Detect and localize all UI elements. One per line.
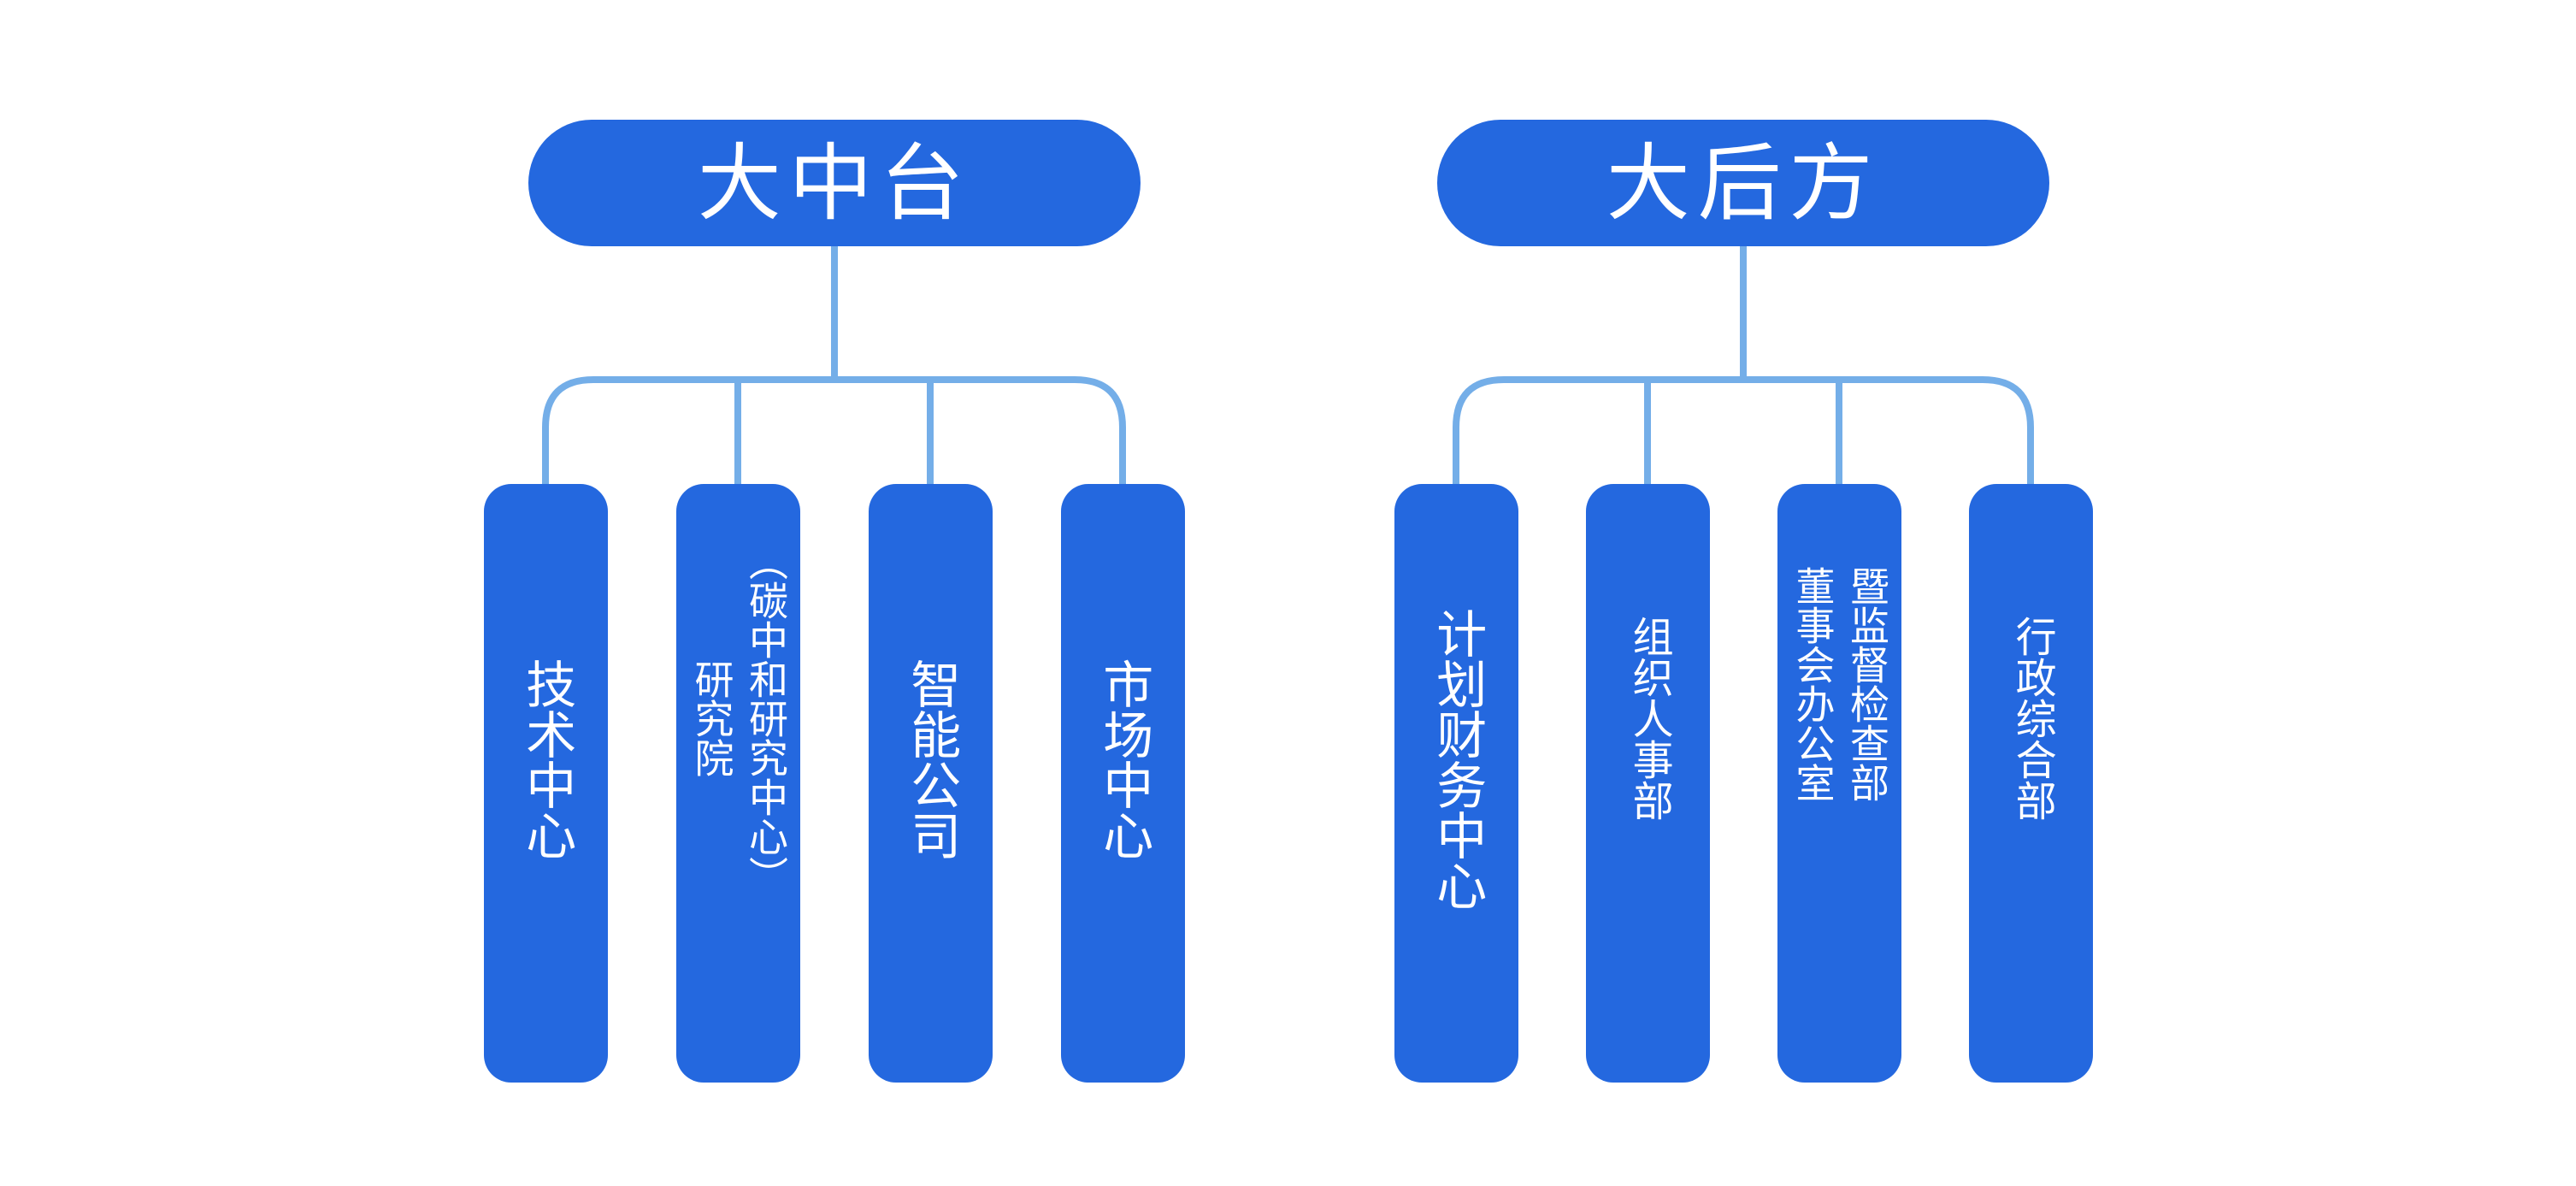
root-node-middle-platform[interactable]: 大中台 <box>528 120 1141 246</box>
dept-node-intelligence-company[interactable]: 智能公司 <box>869 484 993 1083</box>
node-label: 行政综合部 <box>2008 616 2054 821</box>
dept-node-hr-department[interactable]: 组织人事部 <box>1586 484 1710 1083</box>
node-label: 智能公司 <box>903 658 960 860</box>
node-label: 董事会办公室 暨监督检查部 <box>1790 566 1889 802</box>
node-label: 大中台 <box>697 136 972 230</box>
node-label: 市场中心 <box>1095 658 1152 860</box>
node-label: 大后方 <box>1606 136 1881 230</box>
dept-node-market-center[interactable]: 市场中心 <box>1061 484 1185 1083</box>
dept-node-admin-department[interactable]: 行政综合部 <box>1969 484 2093 1083</box>
root-node-rear-support[interactable]: 大后方 <box>1437 120 2049 246</box>
connector-bus-right <box>1453 376 2034 487</box>
node-label: 研究院 （碳中和研究中心） <box>689 541 788 895</box>
node-label: 计划财务中心 <box>1429 608 1486 911</box>
dept-node-planning-finance-center[interactable]: 计划财务中心 <box>1394 484 1518 1083</box>
node-label: 技术中心 <box>518 658 575 860</box>
dept-node-research-institute[interactable]: 研究院 （碳中和研究中心） <box>676 484 800 1083</box>
connector-bus-left <box>542 376 1126 487</box>
dept-node-tech-center[interactable]: 技术中心 <box>484 484 608 1083</box>
dept-node-board-office-supervision[interactable]: 董事会办公室 暨监督检查部 <box>1777 484 1901 1083</box>
node-label: 组织人事部 <box>1625 616 1671 821</box>
